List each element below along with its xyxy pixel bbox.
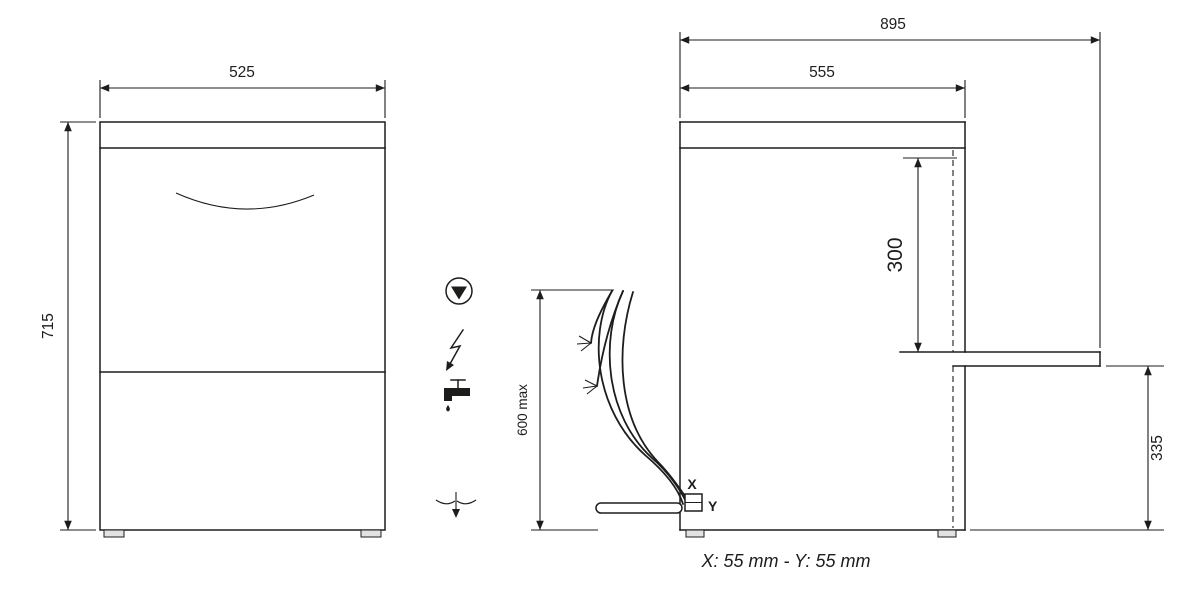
wire-strand (584, 379, 598, 387)
worktop-height-label: 335 (1149, 435, 1166, 461)
x-marker-label: X (687, 476, 697, 492)
dim-overall-depth: 895 (679, 16, 1101, 348)
y-marker-label: Y (708, 498, 718, 514)
cable-length-label: 600 max (515, 384, 530, 436)
dim-worktop-height: 335 (970, 365, 1166, 531)
electricity-icon (446, 328, 465, 371)
drain-icon (435, 492, 477, 518)
side-view (679, 121, 1101, 538)
front-foot-right (360, 529, 382, 538)
top-depth-label: 555 (809, 64, 835, 81)
wire-strand (576, 342, 592, 345)
utility-icons (435, 277, 477, 518)
wire-strand (582, 385, 598, 389)
front-height-label: 715 (40, 313, 57, 339)
overall-depth-label: 895 (880, 16, 906, 33)
dim-rear-clearance: 300 (884, 157, 957, 352)
side-foot-left (685, 529, 705, 538)
wire-strand (580, 342, 592, 352)
connection-point: X Y (684, 476, 718, 514)
wire-strand (586, 385, 598, 395)
dim-top-depth: 555 (680, 64, 966, 118)
dim-front-width: 525 (99, 64, 386, 118)
wire-strand (578, 335, 592, 344)
side-foot-right (937, 529, 957, 538)
cable-stripped-end (590, 290, 613, 344)
supply-cables (576, 290, 691, 514)
xy-caption: X: 55 mm - Y: 55 mm (700, 551, 870, 571)
cable (597, 290, 684, 505)
front-body (99, 121, 386, 531)
cable-stripped-end (596, 290, 624, 387)
rear-clearance-label: 300 (884, 237, 907, 272)
dim-front-height: 715 (40, 121, 96, 531)
cable (621, 291, 691, 505)
front-width-label: 525 (229, 64, 255, 81)
drain-hose (595, 502, 683, 514)
front-view (99, 121, 386, 538)
dim-cable-length: 600 max (515, 289, 614, 531)
front-handle-arc (175, 192, 315, 210)
front-foot-left (103, 529, 125, 538)
drain-pump-icon (445, 277, 473, 305)
cable (608, 290, 688, 505)
water-tap-icon (444, 379, 470, 412)
